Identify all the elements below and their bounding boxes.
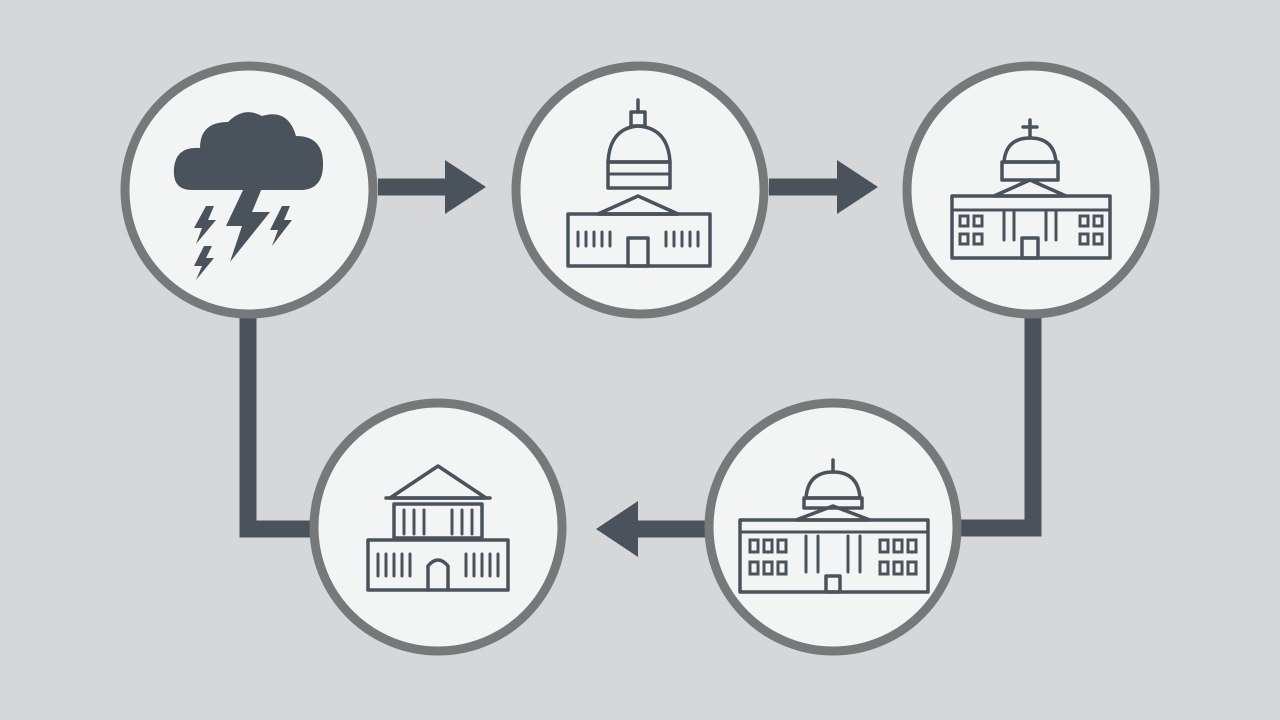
arched-door [426, 558, 450, 592]
wide-government-building-icon [738, 458, 930, 594]
columned-courthouse-icon [366, 464, 510, 592]
window-grid [748, 538, 918, 576]
connector-storm-to-capitol [378, 160, 486, 214]
capitol-with-cross-icon [950, 118, 1112, 260]
connector-capitol-cross-to-wide-building [960, 318, 1042, 537]
door [1020, 236, 1040, 260]
domed-capitol-icon [566, 98, 712, 268]
window-grid [958, 214, 1104, 246]
node-government-wide [704, 398, 962, 656]
node-courthouse [309, 398, 567, 656]
connector-storm-to-courthouse [239, 318, 316, 538]
connector-capitol-to-capitol-cross [769, 160, 878, 214]
window-row [576, 230, 700, 248]
arrowhead-right [837, 160, 878, 214]
node-capitol-domed [511, 61, 769, 319]
door [626, 236, 650, 268]
arrowhead-left [596, 501, 638, 557]
lightning-bolt-icon [194, 188, 292, 280]
column-row [1002, 210, 1058, 242]
storm-cloud-icon [173, 112, 324, 280]
node-storm [120, 61, 378, 319]
column-row [402, 508, 474, 536]
arrowhead-right [445, 160, 486, 214]
column-row [804, 534, 862, 574]
door [824, 574, 842, 594]
window-row [376, 552, 500, 578]
connector-wide-building-to-courthouse [596, 501, 708, 557]
node-capitol-cross [902, 61, 1160, 319]
